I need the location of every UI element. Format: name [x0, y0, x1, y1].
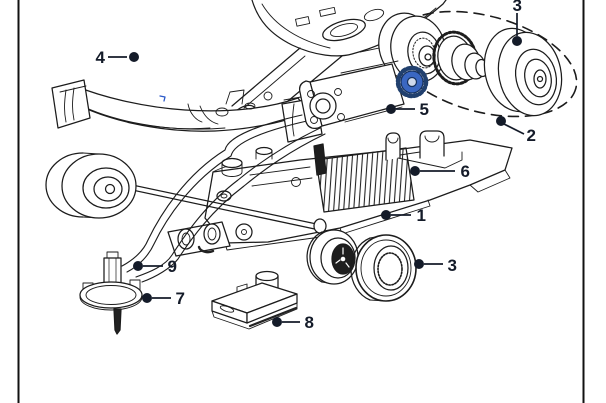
front-axle-drawing — [117, 181, 327, 257]
rear-wheel-hub-drawing — [306, 229, 359, 285]
callout-dot — [272, 317, 282, 327]
callout-label-5: 5 — [420, 100, 429, 119]
callout-label-6: 6 — [461, 162, 470, 181]
blue-mark — [159, 95, 166, 102]
callout-dot — [414, 259, 424, 269]
callout-dot — [133, 261, 143, 271]
guide-assembly-drawing — [79, 251, 143, 335]
callout-8-plug: 8 — [272, 313, 314, 332]
motor-drawing — [299, 60, 429, 129]
callout-6-mount: 6 — [410, 162, 470, 181]
callout-dot — [410, 166, 420, 176]
callout-dot — [142, 293, 152, 303]
rear-tire-drawing — [350, 234, 417, 302]
callout-label-3-right: 3 — [448, 256, 457, 275]
callout-dot — [381, 210, 391, 220]
callout-label-3-top: 3 — [513, 0, 522, 15]
callout-9-wires: 9 — [133, 257, 177, 276]
callout-label-7: 7 — [176, 289, 185, 308]
callout-dot — [496, 116, 506, 126]
callout-label-4: 4 — [96, 48, 106, 67]
callout-4: 4 — [96, 48, 139, 67]
callout-7-guide: 7 — [142, 289, 185, 308]
callout-dot — [512, 36, 522, 46]
front-wing-drawing — [51, 79, 323, 143]
callout-1-chassis: 1 — [381, 206, 426, 225]
callout-2-axle-kit: 2 — [496, 116, 536, 145]
callout-label-1: 1 — [417, 206, 426, 225]
callouts: 4 3 5 2 6 1 3 — [96, 0, 537, 332]
callout-label-2: 2 — [527, 126, 536, 145]
callout-label-8: 8 — [305, 313, 314, 332]
plug-part-drawing — [211, 270, 298, 330]
callout-label-9: 9 — [168, 257, 177, 276]
callout-3-tire: 3 — [414, 256, 457, 275]
pinion-gear-drawing — [395, 65, 429, 99]
callout-dot — [386, 104, 396, 114]
callout-3-rear-axle: 3 — [512, 0, 522, 46]
axle-mount-drawing — [385, 130, 463, 169]
callout-dot — [129, 52, 139, 62]
callout-5-motor: 5 — [386, 100, 429, 119]
front-wheel-drawing — [45, 152, 137, 219]
